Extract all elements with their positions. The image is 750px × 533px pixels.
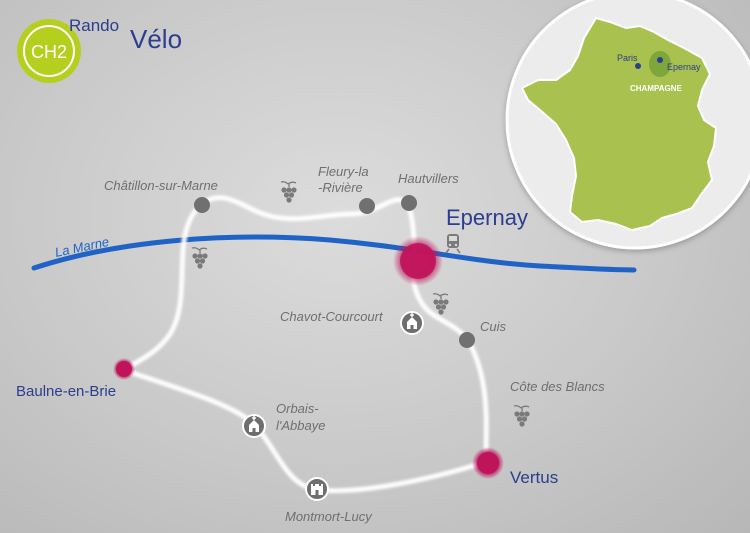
label-cote: Côte des Blancs: [510, 379, 605, 394]
brand-word-rando: Rando: [69, 16, 119, 35]
brand-badge-text: CH2: [31, 42, 67, 62]
inset-epernay-dot: [657, 57, 663, 63]
label-orbais-1: Orbais-: [276, 401, 319, 416]
label-montmort: Montmort-Lucy: [285, 509, 373, 524]
river-marne: [31, 234, 637, 273]
brand-word-velo: Vélo: [130, 24, 182, 54]
label-fleury-1: Fleury-la: [318, 164, 369, 179]
vineyard-icon: [280, 181, 298, 204]
label-hautvillers: Hautvillers: [398, 171, 459, 186]
france-inset-map: Paris Epernay CHAMPAGNE: [521, 17, 717, 231]
label-chavot: Chavot-Courcourt: [280, 309, 384, 324]
label-baulne: Baulne-en-Brie: [16, 383, 116, 400]
inset-epernay-label: Epernay: [667, 62, 701, 72]
inset-region-label: CHAMPAGNE: [630, 84, 683, 93]
label-epernay: Epernay: [446, 205, 528, 230]
inset-paris-label: Paris: [617, 53, 638, 63]
brand-badge: [17, 19, 81, 83]
church-icon: [400, 311, 424, 335]
label-orbais-2: l'Abbaye: [276, 418, 325, 433]
vineyard-icon: [432, 293, 450, 316]
champagne-region: [649, 51, 671, 77]
church-icon: [242, 414, 266, 438]
label-chatillon: Châtillon-sur-Marne: [104, 178, 218, 193]
vineyard-icon: [191, 247, 209, 270]
vineyard-icon: [513, 405, 531, 428]
label-cuis: Cuis: [480, 319, 507, 334]
label-fleury-2: -Rivière: [318, 180, 363, 195]
town-dot-cuis[interactable]: [459, 332, 475, 348]
town-dot-fleury[interactable]: [359, 198, 375, 214]
paris-dot: [635, 63, 641, 69]
label-vertus: Vertus: [510, 468, 558, 487]
brand-logo: CH2 Rando Vélo: [17, 16, 182, 83]
train-icon: [445, 234, 461, 254]
castle-icon: [305, 477, 329, 501]
town-dot-hautvillers[interactable]: [401, 195, 417, 211]
town-dot-chatillon[interactable]: [194, 197, 210, 213]
